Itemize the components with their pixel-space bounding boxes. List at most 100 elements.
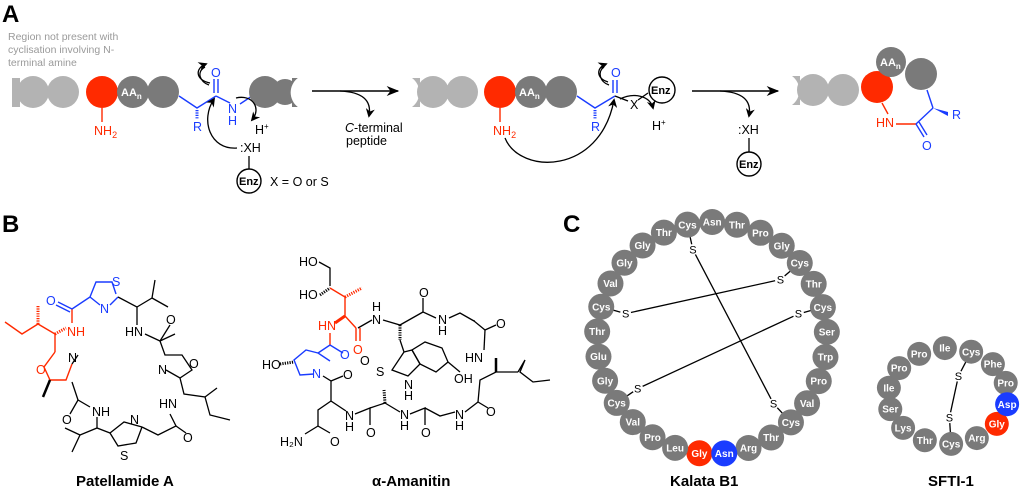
atom-o-2: O bbox=[189, 357, 199, 371]
note-line-2: cyclisation involving N- bbox=[8, 44, 115, 56]
residue-bead bbox=[585, 343, 612, 370]
residue-bead bbox=[686, 440, 713, 467]
atom-o-blue: O bbox=[46, 294, 56, 308]
residue-label: Cys bbox=[942, 440, 961, 451]
residue-bead bbox=[650, 219, 677, 246]
atom-n-blue-2: N bbox=[312, 367, 321, 381]
atom-o-1: O bbox=[166, 313, 176, 327]
alpha-amanitin-structure: HO HO HN O N H O N HO O H₂N O N H O bbox=[262, 255, 551, 449]
reaction-arrow-1: C-terminal peptide bbox=[312, 85, 403, 148]
aa-n-label-2: AAn bbox=[519, 87, 540, 101]
residue-bead bbox=[964, 426, 989, 451]
atom-n-blue: N bbox=[100, 302, 109, 316]
residue-bead bbox=[887, 356, 912, 381]
enz-label-2: Enz bbox=[651, 85, 671, 97]
enz-label-1: Enz bbox=[239, 176, 259, 188]
x-atom: X bbox=[630, 98, 639, 112]
atom-h2n: H₂N bbox=[280, 435, 303, 449]
residue-label: Val bbox=[603, 279, 618, 290]
residue-label: Arg bbox=[968, 434, 985, 445]
residue-bead bbox=[993, 370, 1018, 395]
residue-bead bbox=[786, 250, 813, 277]
atom-hn-red: HN bbox=[318, 319, 336, 333]
residue-bead bbox=[980, 352, 1005, 377]
residue-label: Ile bbox=[939, 344, 951, 355]
atom-n-6: N bbox=[400, 408, 409, 422]
atom-hn-3: HN bbox=[465, 351, 483, 365]
residue-bead bbox=[747, 219, 774, 246]
residue-label: Gly bbox=[989, 420, 1006, 431]
r-group-2: R bbox=[591, 120, 600, 134]
note-line-3: terminal amine bbox=[8, 57, 77, 69]
residue-bead bbox=[809, 294, 836, 321]
kalata-b1-ring: SSSSSSGlyLeuProValCysGlyGluThrCysValGlyG… bbox=[584, 209, 840, 467]
atom-o-10: O bbox=[496, 317, 506, 331]
panel-b-label: B bbox=[2, 211, 19, 238]
product-oxygen: O bbox=[922, 139, 932, 153]
residue-bead bbox=[907, 341, 932, 366]
atom-n-5: N bbox=[345, 409, 354, 423]
enzyme-icon-3 bbox=[736, 151, 762, 177]
enzyme-icon-2 bbox=[648, 76, 676, 104]
residue-label: Pro bbox=[810, 377, 827, 388]
residue-bead bbox=[932, 336, 957, 361]
residue-bead bbox=[939, 431, 964, 456]
nucleophile-xh-2: :XH bbox=[738, 123, 759, 137]
residue-label: Thr bbox=[656, 228, 672, 239]
panel-a-label: A bbox=[2, 1, 19, 28]
atom-n-1: N bbox=[158, 363, 167, 377]
residue-bead bbox=[912, 428, 937, 453]
hn-label: HN bbox=[876, 116, 894, 130]
sulfur-bg bbox=[768, 398, 780, 410]
residue-bead bbox=[984, 411, 1009, 436]
atom-h-1: H bbox=[372, 300, 381, 314]
residue-bead bbox=[876, 375, 901, 400]
atom-o-9: O bbox=[486, 405, 496, 419]
atom-n-2: N bbox=[130, 413, 139, 427]
c-terminal-label-2: peptide bbox=[346, 134, 387, 148]
residue-label: Cys bbox=[782, 418, 801, 429]
residue-label: Val bbox=[626, 418, 641, 429]
residue-bead bbox=[592, 367, 619, 394]
atom-s-2: S bbox=[376, 365, 384, 379]
residue-label: Gly bbox=[691, 449, 708, 460]
residue-label: Cys bbox=[678, 220, 697, 231]
atom-nh: NH bbox=[67, 325, 85, 339]
x-definition: X = O or S bbox=[270, 175, 329, 189]
panel-c-label: C bbox=[563, 211, 580, 238]
sulfur-bg bbox=[687, 244, 699, 256]
r-group-3: R bbox=[952, 108, 961, 122]
sulfur-bg bbox=[792, 308, 804, 320]
caption-kalata-b1: Kalata B1 bbox=[670, 473, 738, 490]
sulfur-label: S bbox=[955, 371, 962, 383]
residue-bead bbox=[794, 390, 821, 417]
residue-bead bbox=[674, 211, 701, 238]
precursor-peptide: AAn NH2 R O N H H+ :XH Enz X = O or S bbox=[12, 62, 329, 194]
residue-label: Gly bbox=[774, 241, 791, 252]
residue-label: Leu bbox=[666, 443, 684, 454]
amide-h: H bbox=[228, 114, 237, 128]
residue-bead bbox=[584, 318, 611, 345]
residue-label: Asn bbox=[715, 449, 734, 460]
sulfur-bg bbox=[943, 412, 955, 424]
residue-bead bbox=[711, 440, 738, 467]
atom-s-1: S bbox=[120, 449, 128, 463]
residue-bead bbox=[723, 211, 750, 238]
residue-label: Ser bbox=[882, 405, 898, 416]
residue-bead bbox=[758, 424, 785, 451]
enz-label-3: Enz bbox=[739, 159, 759, 171]
residue-bead bbox=[878, 397, 903, 422]
h-plus-2: H+ bbox=[652, 118, 666, 133]
disulfide-bond bbox=[637, 313, 799, 390]
sulfur-label: S bbox=[689, 244, 696, 256]
sulfur-label: S bbox=[795, 309, 802, 321]
sulfur-label: S bbox=[634, 383, 641, 395]
atom-s-blue: S bbox=[112, 275, 120, 289]
atom-ho-1: HO bbox=[299, 255, 318, 269]
atom-o-4: O bbox=[62, 413, 72, 427]
aa-n-label-3: AAn bbox=[880, 57, 901, 71]
sulfur-bg bbox=[952, 370, 964, 382]
residue-label: Cys bbox=[592, 302, 611, 313]
sulfur-label: S bbox=[622, 308, 629, 320]
